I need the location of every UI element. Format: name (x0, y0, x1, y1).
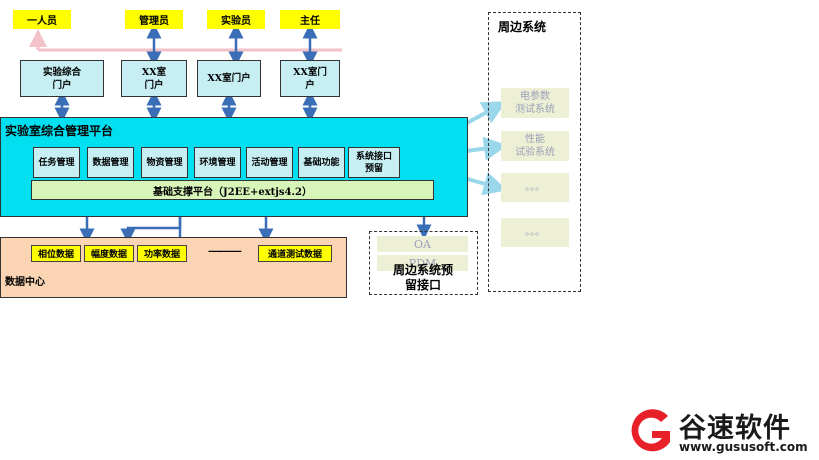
module-task-management: 任务管理 (33, 147, 80, 178)
company-logo: 谷速软件 www.gususoft.com (621, 404, 817, 458)
reserved-oa: OA (377, 236, 468, 252)
g-logo-icon (631, 409, 670, 452)
reserved-pdm: PDM (377, 255, 468, 271)
module-data-management: 数据管理 (87, 147, 134, 178)
platform-title: 实验室综合管理平台 (5, 124, 114, 138)
user-admin: 管理员 (125, 10, 183, 29)
peripheral-other-2: 。。。 (501, 218, 569, 247)
user-director: 主任 (280, 10, 340, 29)
peripheral-systems-title: 周边系统 (498, 20, 547, 34)
peripheral-performance-test: 性能 试验系统 (501, 131, 569, 161)
logo-url: www.gususoft.com (679, 440, 808, 454)
data-ellipsis: ------------ (208, 247, 242, 257)
peripheral-electrical-test: 电参数 测试系统 (501, 88, 569, 118)
portal-room-c: XX室门 户 (280, 60, 340, 97)
reserved-interface-title: 周边系统预 留接口 (392, 263, 453, 292)
portal-room-b: XX室门户 (197, 60, 261, 97)
module-material-management: 物资管理 (141, 147, 188, 178)
data-power: 功率数据 (137, 245, 187, 262)
module-interface-reserved: 系统接口 预留 (348, 147, 400, 178)
module-activity-management: 活动管理 (246, 147, 293, 178)
data-channel-test: 通道测试数据 (258, 245, 332, 262)
user-staff: 一人员 (13, 10, 71, 29)
peripheral-systems-box (488, 12, 581, 292)
portal-lab-integrated: 实验综合 门户 (20, 60, 104, 97)
reserved-interface-box (369, 231, 478, 295)
user-tester: 实验员 (207, 10, 265, 29)
portal-room-a: XX室 门户 (121, 60, 187, 97)
data-phase: 相位数据 (31, 245, 81, 262)
module-environment-management: 环境管理 (194, 147, 241, 178)
logo-name: 谷速软件 (679, 413, 791, 444)
data-amplitude: 幅度数据 (84, 245, 134, 262)
module-basic-functions: 基础功能 (298, 147, 345, 178)
data-center-title: 数据中心 (5, 277, 45, 288)
support-platform: 基础支撑平台（J2EE+extjs4.2） (31, 180, 434, 200)
peripheral-other-1: 。。。 (501, 173, 569, 202)
